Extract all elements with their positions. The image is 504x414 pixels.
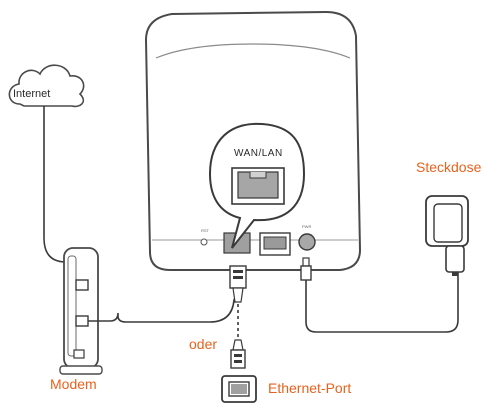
router-power-port	[298, 233, 316, 251]
modem-device	[59, 247, 103, 375]
internet-cable	[43, 106, 78, 263]
modem-label: Modem	[50, 376, 97, 392]
wall-adapter-icon	[425, 195, 469, 276]
oder-label: oder	[189, 336, 218, 352]
svg-text:PWR: PWR	[302, 224, 311, 229]
modem-port-mid	[75, 315, 89, 327]
power-cable	[305, 272, 459, 333]
modem-port-top	[75, 279, 89, 291]
svg-text:RST: RST	[201, 228, 210, 233]
wan-lan-callout	[208, 122, 306, 249]
reset-button-icon	[200, 238, 208, 246]
modem-port-bottom	[73, 349, 85, 359]
alt-ethernet-plug-icon	[230, 339, 246, 369]
ethernet-socket-icon	[221, 375, 257, 403]
ethernet-port-label: Ethernet-Port	[268, 380, 352, 396]
cloud-icon	[8, 64, 85, 108]
internet-label: Internet	[13, 88, 51, 100]
wan-lan-label: WAN/LAN	[234, 148, 283, 159]
steckdose-label: Steckdose	[416, 159, 482, 175]
power-plug-icon	[300, 257, 312, 281]
ethernet-plug-icon	[229, 265, 247, 303]
modem-router-cable	[88, 295, 237, 323]
